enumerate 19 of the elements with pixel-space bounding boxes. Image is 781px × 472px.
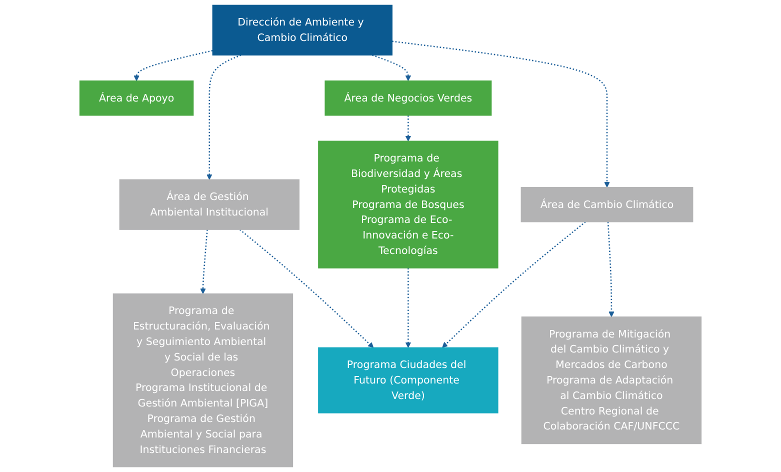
arrow <box>134 50 213 82</box>
arrow <box>372 54 412 82</box>
arrow <box>405 115 412 142</box>
node-box: Área de Apoyo <box>79 80 194 116</box>
arrow <box>200 230 208 294</box>
node-box: Programa de Mitigación del Cambio Climático y Mercados de Carbono Programa de Adaptación al Cambio Climático Centro Regional de Colaboración CAF/UNFCCC <box>521 316 702 444</box>
node-box: Programa de Biodiversidad y Áreas Protegidas Programa de Bosques Programa de Eco- Innovación e Eco-Tecnologías <box>318 140 498 268</box>
node-box: Área de Negocios Verdes <box>324 80 492 116</box>
node-box: Programa de Estructuración, Evaluación y Seguimiento Ambiental y Social de las Operaciones Programa Institucional de Gestión Ambiental [PIGA] Programa de Gestión Ambiental y Social para Instituciones Financieras <box>112 293 294 468</box>
node-box: Programa Ciudades del Futuro (Componente Verde) <box>318 347 498 414</box>
arrow <box>405 268 412 348</box>
arrow <box>607 222 614 318</box>
arrow <box>206 54 242 180</box>
node-box: Dirección de Ambiente y Cambio Climático <box>212 4 392 56</box>
node-box: Área de Cambio Climático <box>520 186 694 222</box>
arrow <box>392 40 610 188</box>
arrow <box>239 229 374 348</box>
node-box: Área de Gestión Ambiental Institucional <box>119 179 300 230</box>
arrow <box>442 221 586 348</box>
